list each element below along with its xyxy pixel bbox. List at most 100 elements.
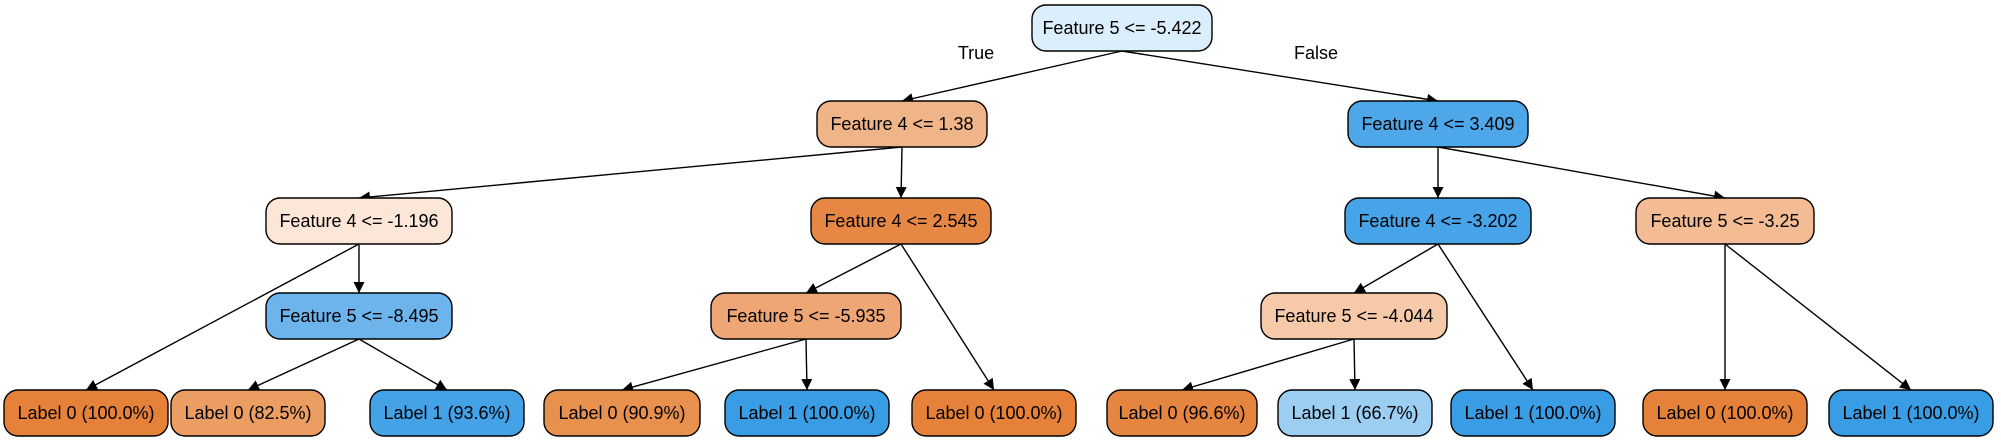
tree-edge <box>358 338 448 391</box>
leaf-node-label: Label 1 (100.0%) <box>738 403 875 423</box>
tree-edge <box>805 243 902 294</box>
tree-edge-arrow <box>85 243 360 391</box>
leaf-node-label: Label 0 (90.9%) <box>558 403 685 423</box>
leaf-node-box <box>724 389 890 437</box>
leaf-node-box <box>911 389 1077 437</box>
decision-node-box <box>1031 4 1213 52</box>
tree-edge-arrow <box>895 146 907 199</box>
decision-node-label: Feature 4 <= -3.202 <box>1358 211 1517 231</box>
tree-edge <box>621 338 807 393</box>
tree-edge <box>358 146 903 203</box>
leaf-node: Label 1 (100.0%) <box>1828 389 1994 437</box>
tree-edge-arrow <box>900 243 995 391</box>
leaf-node-label: Label 1 (93.6%) <box>383 403 510 423</box>
decision-node: Feature 4 <= -3.202 <box>1344 197 1532 245</box>
tree-edge: True <box>901 43 1123 104</box>
leaf-node-box <box>369 389 525 437</box>
decision-node-label: Feature 5 <= -3.25 <box>1650 211 1799 231</box>
decision-node-label: Feature 4 <= -1.196 <box>279 211 438 231</box>
tree-edge-arrow <box>801 338 813 391</box>
tree-edge <box>1724 243 1912 391</box>
tree-edge <box>895 146 907 199</box>
decision-node-box <box>810 197 992 245</box>
leaf-node: Label 1 (100.0%) <box>724 389 890 437</box>
leaf-node-label: Label 0 (82.5%) <box>184 403 311 423</box>
decision-node-label: Feature 4 <= 2.545 <box>824 211 977 231</box>
leaf-node-box <box>3 389 169 437</box>
leaf-node-label: Label 1 (100.0%) <box>1464 403 1601 423</box>
leaf-node: Label 0 (100.0%) <box>911 389 1077 437</box>
decision-node-box <box>1635 197 1815 245</box>
decision-node-label: Feature 4 <= 3.409 <box>1361 114 1514 134</box>
decision-node-box <box>816 100 988 148</box>
leaf-node-label: Label 1 (100.0%) <box>1842 403 1979 423</box>
decision-node: Feature 4 <= 1.38 <box>816 100 988 148</box>
tree-edge <box>801 338 813 391</box>
tree-edge-arrow <box>1121 50 1439 105</box>
tree-edge <box>247 338 360 391</box>
leaf-node: Label 1 (93.6%) <box>369 389 525 437</box>
tree-edge <box>1437 243 1534 391</box>
tree-edge <box>85 243 360 391</box>
leaf-node: Label 0 (100.0%) <box>3 389 169 437</box>
tree-edge-arrow <box>247 338 360 391</box>
tree-edge-arrow <box>358 146 903 203</box>
decision-node-label: Feature 5 <= -5.935 <box>726 306 885 326</box>
leaf-node-label: Label 0 (100.0%) <box>925 403 1062 423</box>
leaf-node-box <box>1642 389 1808 437</box>
edge-label-false: False <box>1294 43 1338 63</box>
tree-edges: True False <box>85 43 1912 393</box>
decision-node: Feature 5 <= -5.935 <box>710 292 902 340</box>
decision-node: Feature 5 <= -3.25 <box>1635 197 1815 245</box>
decision-node: Feature 5 <= -5.422 <box>1031 4 1213 52</box>
decision-node-box <box>265 292 453 340</box>
leaf-node: Label 0 (82.5%) <box>170 389 326 437</box>
leaf-node-label: Label 0 (96.6%) <box>1118 403 1245 423</box>
leaf-node: Label 0 (100.0%) <box>1642 389 1808 437</box>
tree-edge <box>1437 146 1726 202</box>
tree-edge-arrow <box>1181 338 1355 393</box>
leaf-node-box <box>170 389 326 437</box>
decision-node: Feature 4 <= -1.196 <box>265 197 453 245</box>
decision-node-box <box>1260 292 1448 340</box>
leaf-node-label: Label 1 (66.7%) <box>1291 403 1418 423</box>
leaf-node-box <box>1106 389 1258 437</box>
decision-node-label: Feature 5 <= -8.495 <box>279 306 438 326</box>
edge-label-true: True <box>958 43 994 63</box>
leaf-node: Label 0 (90.9%) <box>543 389 701 437</box>
tree-edge-arrow <box>1437 243 1534 391</box>
leaf-node-box <box>1450 389 1616 437</box>
decision-node-box <box>265 197 453 245</box>
tree-edge-arrow <box>1437 146 1726 202</box>
tree-edge-arrow <box>805 243 902 294</box>
decision-node-label: Feature 5 <= -4.044 <box>1274 306 1433 326</box>
tree-edge <box>900 243 995 391</box>
decision-node-box <box>1347 100 1529 148</box>
decision-node-label: Feature 4 <= 1.38 <box>830 114 973 134</box>
tree-edge-arrow <box>1724 243 1912 391</box>
decision-node: Feature 4 <= 3.409 <box>1347 100 1529 148</box>
tree-edge-arrow <box>901 50 1123 104</box>
tree-edge-arrow <box>621 338 807 393</box>
tree-edge: False <box>1121 43 1439 105</box>
tree-edge <box>1353 243 1439 294</box>
decision-node-box <box>710 292 902 340</box>
leaf-node-label: Label 0 (100.0%) <box>1656 403 1793 423</box>
leaf-node: Label 0 (96.6%) <box>1106 389 1258 437</box>
decision-node: Feature 4 <= 2.545 <box>810 197 992 245</box>
tree-edge-arrow <box>1349 338 1361 391</box>
tree-edge-arrow <box>358 338 448 391</box>
decision-node-box <box>1344 197 1532 245</box>
tree-edge <box>1181 338 1355 393</box>
leaf-node: Label 1 (66.7%) <box>1277 389 1433 437</box>
leaf-node-box <box>1828 389 1994 437</box>
decision-node: Feature 5 <= -8.495 <box>265 292 453 340</box>
tree-edge <box>1349 338 1361 391</box>
leaf-node-box <box>1277 389 1433 437</box>
decision-node: Feature 5 <= -4.044 <box>1260 292 1448 340</box>
tree-edge-arrow <box>1353 243 1439 294</box>
leaf-node-label: Label 0 (100.0%) <box>17 403 154 423</box>
leaf-node-box <box>543 389 701 437</box>
